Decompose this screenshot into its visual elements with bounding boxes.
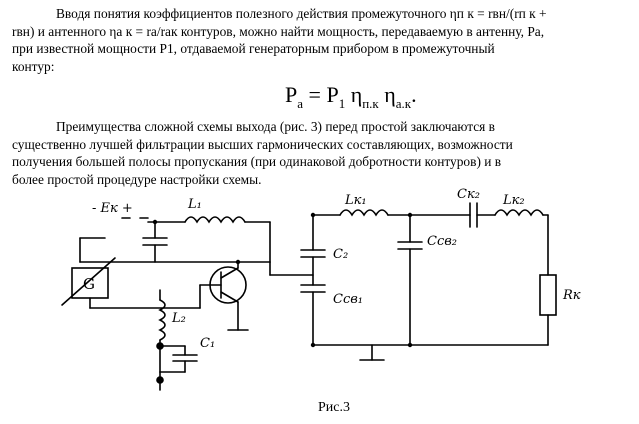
- label-l2: L₂: [171, 311, 186, 326]
- formula-eta1-sub: п.к: [362, 96, 379, 111]
- formula-lhs-sub: a: [297, 96, 304, 111]
- node-ccv2-top: [407, 212, 413, 218]
- formula-p1-sub: 1: [338, 96, 346, 111]
- p1-line2: rвн) и антенного ηа к = rа/rак контуров,…: [12, 23, 545, 39]
- node-left-bottom: [310, 342, 316, 348]
- figure-caption: Рис.3: [318, 400, 350, 415]
- p2-line2: существенно лучшей фильтрации высших гар…: [12, 136, 513, 152]
- label-generator: G: [83, 275, 95, 293]
- p1-line3: при известной мощности P1, отдаваемой ге…: [12, 41, 495, 56]
- p2-line1: Преимущества сложной схемы выхода (рис. …: [56, 119, 496, 134]
- formula-p1: = P: [303, 82, 339, 107]
- formula-lhs: P: [285, 82, 298, 107]
- p2-line4: более простой процедуре настройки схемы.: [12, 171, 262, 187]
- node-c2-top: [310, 212, 316, 218]
- node-bypass-top: [152, 219, 158, 225]
- inductor-l1: [184, 216, 246, 224]
- label-l1: L₁: [187, 197, 202, 212]
- generator-arrow: [61, 257, 116, 306]
- label-ck2: Cк₂: [457, 187, 480, 202]
- label-lk2: Lк₂: [502, 193, 525, 208]
- label-ccv2: Cсв₂: [427, 234, 457, 249]
- paragraph-advantages: Преимущества сложной схемы выхода (рис. …: [12, 118, 622, 188]
- p2-line3: получения большей полосы пропускания (пр…: [12, 154, 502, 169]
- power-formula: Pa = P1 ηп.к ηа.к.: [285, 82, 417, 117]
- label-rk: Rк: [562, 288, 581, 303]
- resistor-rk: [539, 274, 557, 316]
- label-c1: C₁: [200, 336, 215, 351]
- p1-line4: контур:: [12, 58, 55, 74]
- inductor-l2: [158, 299, 166, 341]
- node-collector: [235, 259, 241, 265]
- inductor-lk2: [494, 209, 544, 217]
- inductor-lk1: [339, 209, 389, 217]
- paragraph-efficiency: Вводя понятия коэффициентов полезного де…: [12, 5, 622, 75]
- label-lk1: Lк₁: [344, 193, 367, 208]
- formula-eta2: η: [378, 82, 396, 107]
- formula-eta2-sub: а.к: [395, 96, 412, 111]
- transistor-emitter-lead: [220, 291, 239, 303]
- formula-end: .: [411, 82, 417, 107]
- p1-line1: Вводя понятия коэффициентов полезного де…: [56, 6, 547, 21]
- transistor-collector-lead: [220, 267, 239, 279]
- label-supply: - Eк +: [92, 201, 133, 216]
- label-ccv1: Cсв₁: [333, 292, 363, 307]
- formula-eta1: η: [345, 82, 363, 107]
- node-ccv2-bottom: [407, 342, 413, 348]
- label-c2: C₂: [333, 247, 348, 262]
